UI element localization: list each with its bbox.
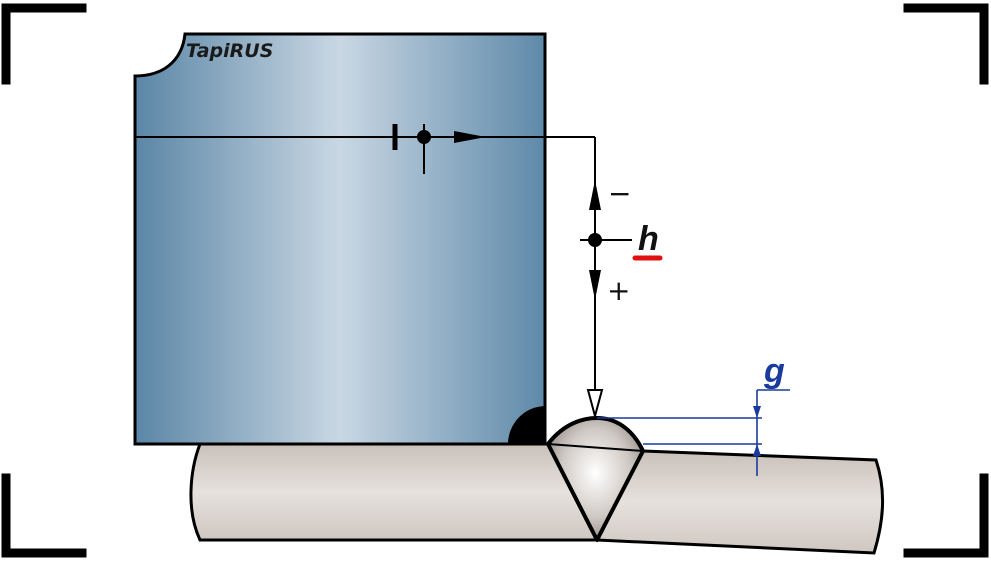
corner-bottom-right: [903, 473, 989, 558]
minus-sign: −: [608, 177, 631, 210]
arrow-right-icon: [454, 131, 486, 143]
probe-symbol: [392, 124, 486, 174]
corner-top-left: [1, 3, 87, 85]
workpiece-block: [133, 32, 547, 446]
weld-bead-inner-edge: [547, 443, 644, 452]
measurement-leader: [135, 136, 596, 393]
base-plate: [189, 442, 600, 542]
plus-sign: +: [607, 274, 630, 307]
h-label: h: [638, 220, 659, 258]
arrow-down-outline-icon: [586, 389, 604, 420]
g-label: g: [763, 352, 785, 390]
h-indicator: [580, 180, 632, 420]
arrow-down-icon: [589, 270, 601, 300]
g-dimension: [597, 389, 790, 476]
logo-text: TapiRUS: [186, 40, 273, 62]
corner-top-right: [903, 3, 989, 85]
frame-corners: [1, 3, 989, 558]
dim-arrow-down-icon: [753, 406, 761, 418]
arrow-up-icon: [589, 180, 601, 210]
fillet-weld: [508, 406, 546, 444]
dim-arrow-up-icon: [753, 444, 761, 456]
tilted-plate: [594, 449, 884, 555]
corner-bottom-left: [1, 473, 87, 558]
